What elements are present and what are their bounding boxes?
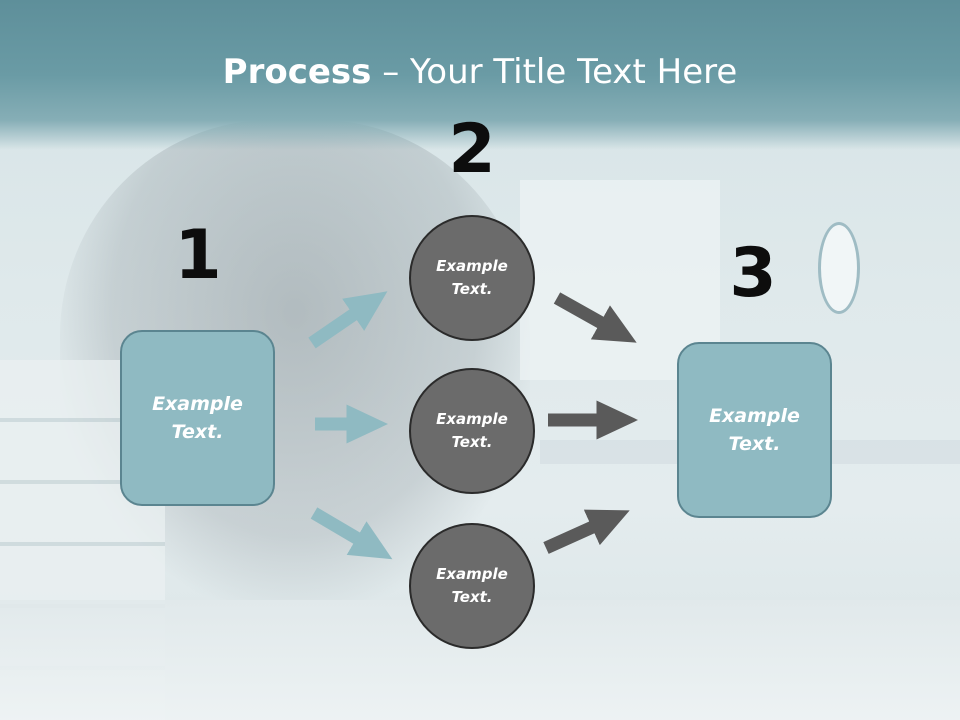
circle-1: Example Text. — [409, 215, 535, 341]
step-number-1: 1 — [174, 216, 222, 295]
step-3-text: Example Text. — [709, 404, 800, 456]
arrow-circle-3-to-3 — [543, 509, 630, 554]
arrow-circle-1-to-3 — [553, 292, 637, 343]
step-number-3: 3 — [729, 234, 777, 313]
step-number-2: 2 — [448, 110, 496, 189]
circle-2: Example Text. — [409, 368, 535, 494]
circle-1-text: Example Text. — [436, 256, 508, 298]
title-dash: – — [371, 52, 411, 92]
arrow-1-to-circle-1 — [308, 291, 388, 349]
title-bold: Process — [222, 52, 372, 92]
title-banner — [0, 0, 960, 150]
arrow-1-to-circle-3 — [310, 507, 393, 560]
step-1-text: Example Text. — [152, 392, 243, 444]
background-clock — [818, 222, 860, 314]
step-3-box: Example Text. — [677, 342, 832, 518]
circle-3: Example Text. — [409, 523, 535, 649]
circle-2-text: Example Text. — [436, 409, 508, 451]
circle-3-text: Example Text. — [436, 564, 508, 606]
title-rest: Your Title Text Here — [410, 52, 738, 92]
slide-title: Process – Your Title Text Here — [0, 52, 960, 92]
step-1-box: Example Text. — [120, 330, 275, 506]
